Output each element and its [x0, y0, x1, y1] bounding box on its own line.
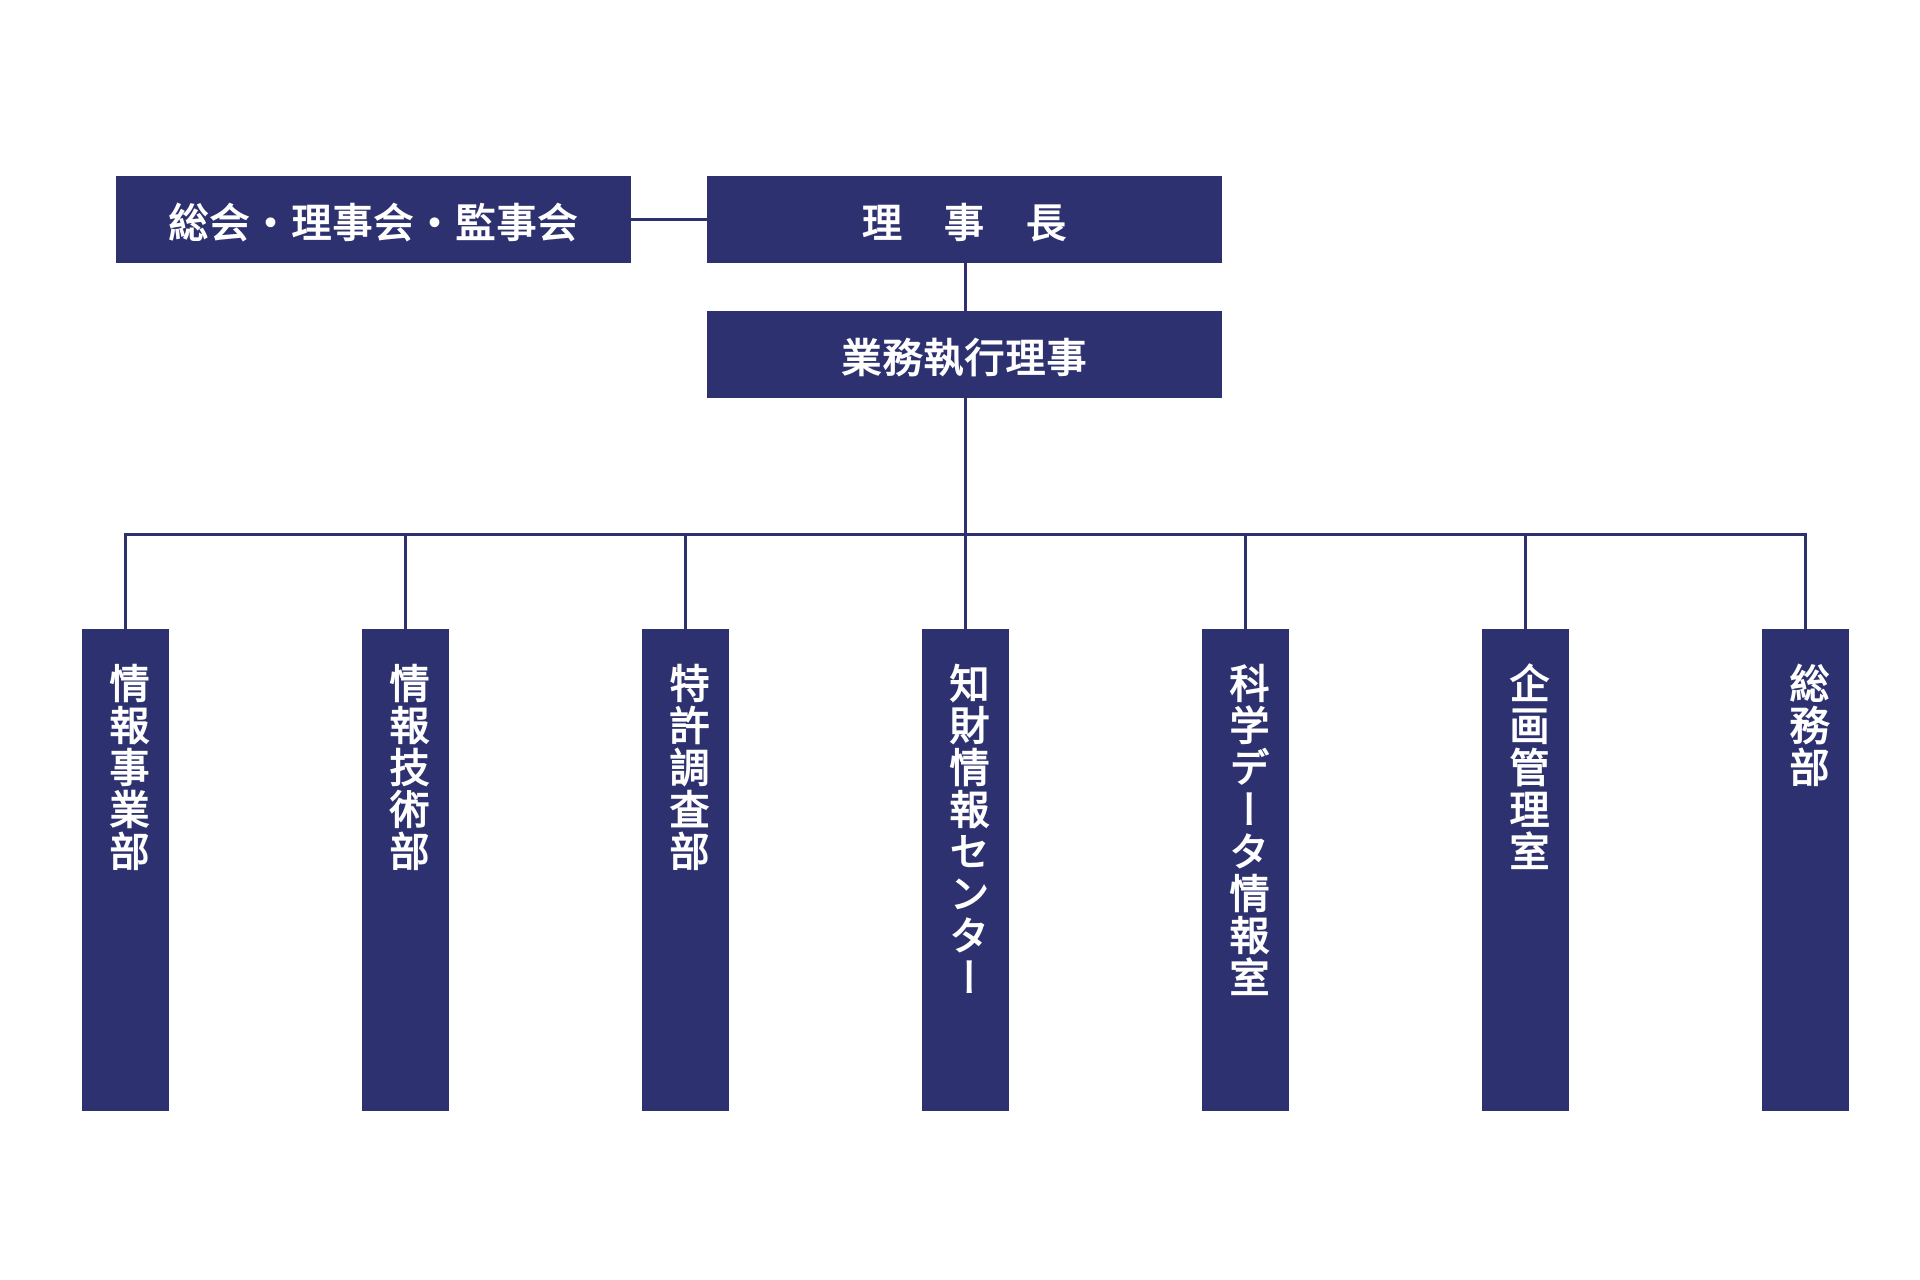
connector-drop-6 — [1524, 533, 1527, 629]
department-box-1: 情報事業部 — [82, 629, 169, 1111]
connector-drop-2 — [404, 533, 407, 629]
department-box-3: 特許調査部 — [642, 629, 729, 1111]
department-label-5: 科学データ情報室 — [1222, 663, 1269, 999]
department-box-6: 企画管理室 — [1482, 629, 1569, 1111]
assembly-label: 総会・理事会・監事会 — [168, 200, 579, 247]
connector-drop-7 — [1804, 533, 1807, 629]
department-label-7: 総務部 — [1782, 663, 1829, 789]
executive-director-box: 業務執行理事 — [707, 311, 1222, 398]
department-label-6: 企画管理室 — [1502, 663, 1549, 873]
chairman-box: 理 事 長 — [707, 176, 1222, 263]
department-box-2: 情報技術部 — [362, 629, 449, 1111]
connector-drop-1 — [124, 533, 127, 629]
connector-drop-4 — [964, 533, 967, 629]
connector-drop-5 — [1244, 533, 1247, 629]
chairman-label: 理 事 長 — [862, 200, 1067, 247]
department-box-5: 科学データ情報室 — [1202, 629, 1289, 1111]
connector-chairman-executive — [964, 262, 967, 312]
department-box-4: 知財情報センター — [922, 629, 1009, 1111]
executive-director-label: 業務執行理事 — [841, 335, 1088, 382]
connector-executive-trunk — [964, 398, 967, 535]
department-label-2: 情報技術部 — [382, 663, 429, 873]
connector-drop-3 — [684, 533, 687, 629]
department-label-4: 知財情報センター — [942, 663, 989, 999]
department-label-3: 特許調査部 — [662, 663, 709, 873]
assembly-box: 総会・理事会・監事会 — [116, 176, 631, 263]
department-box-7: 総務部 — [1762, 629, 1849, 1111]
connector-assembly-chairman — [630, 218, 708, 221]
department-label-1: 情報事業部 — [102, 663, 149, 873]
